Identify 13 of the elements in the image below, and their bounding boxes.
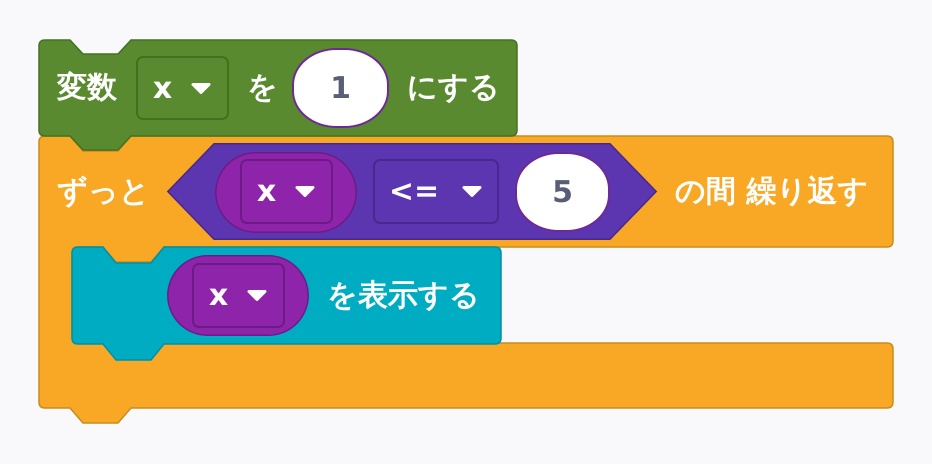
- block-label: を: [247, 70, 278, 106]
- block-label: を表示する: [327, 278, 480, 314]
- condition-block: [167, 143, 657, 240]
- block-label: にする: [407, 70, 500, 106]
- block-label: の間 繰り返す: [675, 174, 868, 210]
- loop-block: [39, 136, 893, 423]
- block-label: ずっと: [57, 174, 150, 210]
- block-label: 変数: [57, 70, 117, 106]
- dropdown-menu: x: [136, 56, 229, 120]
- dropdown-menu: x: [240, 159, 333, 224]
- operator-dropdown: <=: [373, 159, 499, 224]
- display-block: [72, 247, 501, 360]
- dropdown-menu: x: [192, 263, 285, 328]
